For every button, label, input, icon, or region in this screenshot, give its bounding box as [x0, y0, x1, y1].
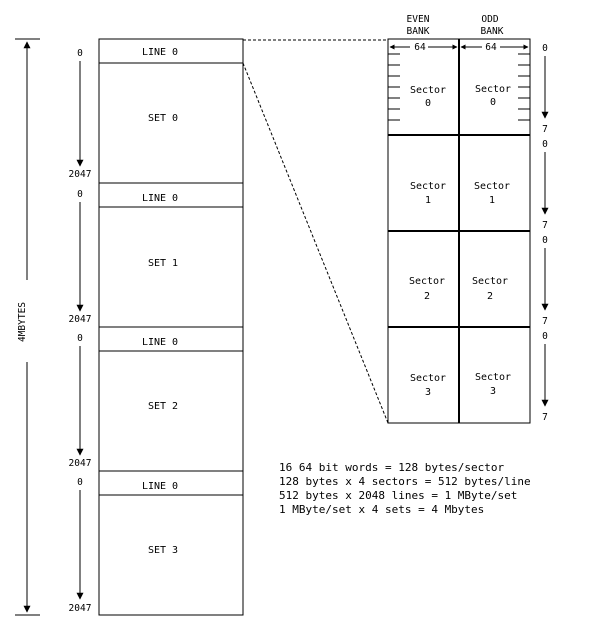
- sector-word: Sector: [410, 181, 446, 192]
- word-start-label: 0: [542, 331, 548, 342]
- note-line: 128 bytes x 4 sectors = 512 bytes/line: [279, 475, 531, 488]
- sector-number: 0: [425, 98, 431, 109]
- note-line: 1 MByte/set x 4 sets = 4 Mbytes: [279, 503, 484, 516]
- set-label: SET 2: [148, 401, 178, 412]
- set-label: SET 1: [148, 258, 178, 269]
- line-end-label: 2047: [69, 458, 92, 469]
- total-size-dimension: 4MBYTES: [15, 38, 40, 616]
- sector-number: 3: [490, 386, 496, 397]
- line-detail: EVEN BANK ODD BANK 64 64: [387, 14, 531, 424]
- sector-number: 2: [424, 291, 430, 302]
- line-label: LINE 0: [142, 47, 178, 58]
- sector-number: 2: [487, 291, 493, 302]
- sets-column: LINE 0 SET 0 0 2047 LINE 0 SET 1 0 2047 …: [69, 38, 244, 616]
- word-index-arrows: 0 7 0 7 0 7 0 7: [541, 43, 549, 423]
- set-label: SET 0: [148, 113, 178, 124]
- word-start-label: 0: [542, 139, 548, 150]
- line-label: LINE 0: [142, 337, 178, 348]
- odd-bank-label-2: BANK: [481, 26, 504, 37]
- sector-word: Sector: [410, 85, 446, 96]
- line-start-label: 0: [77, 189, 83, 200]
- sector-number: 1: [425, 195, 431, 206]
- sector-3-even: Sector 3: [410, 373, 446, 398]
- sector-0-odd: Sector 0: [475, 84, 511, 108]
- word-end-label: 7: [542, 124, 548, 135]
- sector-word: Sector: [410, 373, 446, 384]
- even-bank-label-1: EVEN: [407, 14, 430, 25]
- line-start-label: 0: [77, 48, 83, 59]
- sector-number: 0: [490, 97, 496, 108]
- note-line: 512 bytes x 2048 lines = 1 MByte/set: [279, 489, 517, 502]
- sector-word: Sector: [472, 276, 508, 287]
- sector-number: 1: [489, 195, 495, 206]
- even-bank-label-2: BANK: [407, 26, 430, 37]
- sector-3-odd: Sector 3: [475, 372, 511, 397]
- sector-word: Sector: [474, 181, 510, 192]
- word-ticks: [388, 53, 530, 121]
- set-3: LINE 0 SET 3 0 2047: [69, 470, 244, 616]
- line-start-label: 0: [77, 333, 83, 344]
- set-1: LINE 0 SET 1 0 2047: [69, 182, 244, 328]
- sector-1-even: Sector 1: [410, 181, 446, 206]
- sector-2-even: Sector 2: [409, 276, 445, 302]
- odd-bank-width: 64: [485, 42, 497, 53]
- calculation-notes: 16 64 bit words = 128 bytes/sector 128 b…: [279, 461, 531, 516]
- word-start-label: 0: [542, 43, 548, 54]
- line-label: LINE 0: [142, 481, 178, 492]
- set-label: SET 3: [148, 545, 178, 556]
- sector-2-odd: Sector 2: [472, 276, 508, 302]
- sector-1-odd: Sector 1: [474, 181, 510, 206]
- sector-word: Sector: [409, 276, 445, 287]
- sector-word: Sector: [475, 372, 511, 383]
- line-end-label: 2047: [69, 169, 92, 180]
- odd-bank-label-1: ODD: [481, 14, 498, 25]
- sector-word: Sector: [475, 84, 511, 95]
- line-end-label: 2047: [69, 603, 92, 614]
- sector-number: 3: [425, 387, 431, 398]
- zoom-connector: [242, 39, 389, 424]
- line-label: LINE 0: [142, 193, 178, 204]
- even-bank-width: 64: [414, 42, 426, 53]
- word-end-label: 7: [542, 220, 548, 231]
- line-start-label: 0: [77, 477, 83, 488]
- set-2: LINE 0 SET 2 0 2047: [69, 326, 244, 472]
- line-end-label: 2047: [69, 314, 92, 325]
- word-end-label: 7: [542, 412, 548, 423]
- word-start-label: 0: [542, 235, 548, 246]
- set-0: LINE 0 SET 0 0 2047: [69, 38, 244, 184]
- sector-0-even: Sector 0: [410, 85, 446, 109]
- note-line: 16 64 bit words = 128 bytes/sector: [279, 461, 505, 474]
- word-end-label: 7: [542, 316, 548, 327]
- size-label: 4MBYTES: [17, 302, 28, 342]
